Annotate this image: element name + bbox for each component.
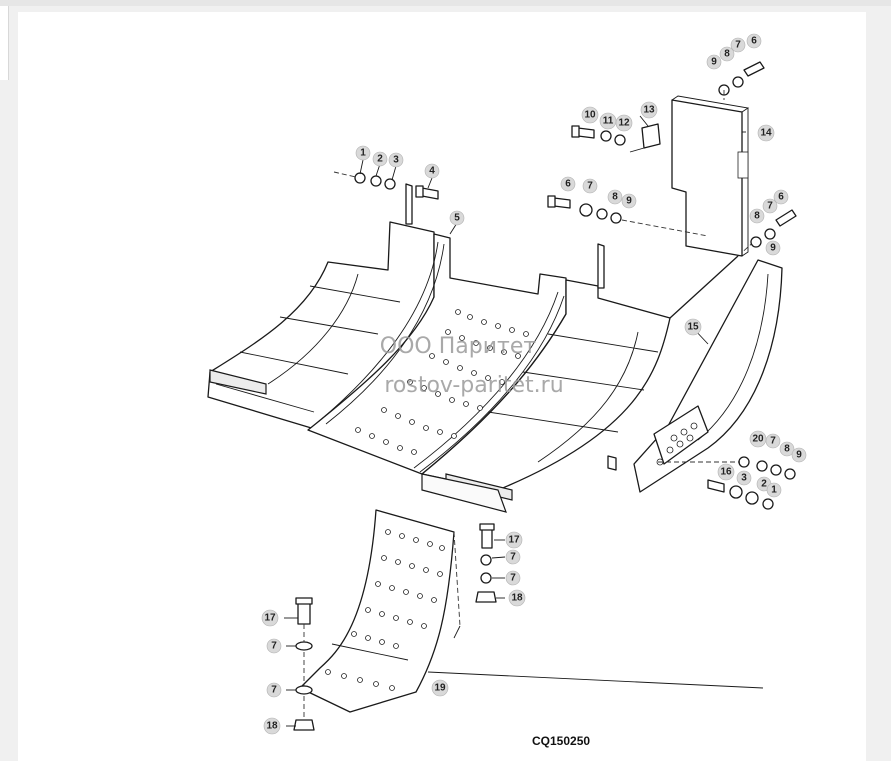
callout-16: 16	[717, 463, 735, 481]
watermark-line-2: rostov-paritet.ru	[384, 373, 563, 398]
svg-text:7: 7	[510, 573, 516, 584]
parts-diagram-sheet: 1 2 3 4 5 6 7 8 9 10 11 12 13 14 6 7 8 9…	[18, 12, 866, 761]
svg-text:7: 7	[767, 201, 773, 212]
callout-2: 2	[372, 151, 388, 167]
svg-text:9: 9	[626, 196, 632, 207]
svg-text:6: 6	[751, 36, 757, 47]
callout-19: 19	[431, 679, 449, 697]
svg-text:3: 3	[741, 473, 747, 484]
lower-perforations	[325, 529, 445, 691]
callout-9d: 9	[791, 447, 807, 463]
svg-text:6: 6	[565, 179, 571, 190]
callout-17a: 17	[505, 531, 523, 549]
svg-text:1: 1	[771, 485, 777, 496]
callout-4: 4	[424, 163, 440, 179]
callout-7b: 7	[582, 178, 598, 194]
drawing-code: CQ150250	[532, 734, 590, 748]
main-pan-assembly	[207, 183, 759, 513]
callout-12: 12	[615, 114, 633, 132]
svg-text:2: 2	[377, 154, 383, 165]
callout-5: 5	[449, 210, 465, 226]
svg-text:11: 11	[603, 116, 614, 127]
svg-text:7: 7	[735, 40, 741, 51]
svg-text:1: 1	[360, 148, 366, 159]
hardware	[293, 61, 797, 731]
callout-10: 10	[581, 106, 599, 124]
callout-9: 9	[706, 54, 722, 70]
svg-text:12: 12	[618, 118, 630, 129]
svg-text:6: 6	[778, 192, 784, 203]
svg-text:10: 10	[584, 110, 596, 121]
callout-7d: 7	[765, 433, 781, 449]
callout-8: 8	[719, 46, 735, 62]
perforated-plate-19	[299, 509, 461, 713]
callout-9b: 9	[621, 193, 637, 209]
svg-text:8: 8	[612, 192, 618, 203]
svg-text:7: 7	[271, 641, 277, 652]
svg-text:19: 19	[434, 683, 446, 694]
callout-7f: 7	[505, 570, 521, 586]
cover-plate-14	[629, 95, 750, 257]
svg-text:18: 18	[511, 593, 523, 604]
svg-text:16: 16	[720, 467, 732, 478]
callout-7e: 7	[505, 549, 521, 565]
svg-text:15: 15	[687, 322, 699, 333]
callout-7: 7	[730, 37, 746, 53]
callout-7c: 7	[762, 198, 778, 214]
callout-7g: 7	[266, 638, 282, 654]
callout-18a: 18	[508, 589, 526, 607]
callout-17b: 17	[261, 609, 279, 627]
svg-text:9: 9	[770, 243, 776, 254]
callout-15: 15	[684, 318, 702, 336]
svg-text:9: 9	[796, 450, 802, 461]
svg-text:8: 8	[784, 444, 790, 455]
callout-20: 20	[749, 430, 767, 448]
svg-text:2: 2	[761, 479, 767, 490]
callout-1: 1	[355, 145, 371, 161]
callout-bubbles: 1 2 3 4 5 6 7 8 9 10 11 12 13 14 6 7 8 9…	[261, 33, 807, 735]
exploded-parts-diagram: 1 2 3 4 5 6 7 8 9 10 11 12 13 14 6 7 8 9…	[207, 33, 807, 748]
svg-text:3: 3	[393, 155, 399, 166]
callout-8b: 8	[607, 189, 623, 205]
callout-1b: 1	[766, 482, 782, 498]
callout-13: 13	[640, 101, 658, 119]
svg-text:7: 7	[510, 552, 516, 563]
svg-text:7: 7	[271, 685, 277, 696]
callout-7h: 7	[266, 682, 282, 698]
side-shield-15	[633, 259, 783, 493]
svg-text:17: 17	[508, 535, 520, 546]
svg-text:18: 18	[266, 721, 278, 732]
svg-text:7: 7	[770, 436, 776, 447]
callout-8c: 8	[749, 208, 765, 224]
callout-6b: 6	[560, 176, 576, 192]
callout-14: 14	[757, 124, 775, 142]
callout-3: 3	[388, 152, 404, 168]
callout-8d: 8	[779, 441, 795, 457]
callout-3b: 3	[736, 470, 752, 486]
center-perforations	[355, 309, 529, 455]
svg-text:8: 8	[724, 49, 730, 60]
side-panel-edge	[0, 6, 9, 80]
svg-text:4: 4	[429, 166, 435, 177]
browser-top-strip	[0, 0, 891, 6]
watermark: ООО Паритет rostov-paritet.ru	[380, 334, 564, 398]
svg-text:7: 7	[587, 181, 593, 192]
svg-text:17: 17	[264, 613, 276, 624]
callout-6c: 6	[773, 189, 789, 205]
svg-text:8: 8	[754, 211, 760, 222]
svg-text:14: 14	[760, 128, 772, 139]
svg-text:13: 13	[643, 105, 655, 116]
watermark-line-1: ООО Паритет	[380, 334, 537, 359]
svg-text:20: 20	[752, 434, 764, 445]
svg-text:9: 9	[711, 57, 717, 68]
callout-9c: 9	[765, 240, 781, 256]
callout-11: 11	[599, 112, 617, 130]
callout-18b: 18	[263, 717, 281, 735]
svg-text:5: 5	[454, 213, 460, 224]
callout-6: 6	[746, 33, 762, 49]
